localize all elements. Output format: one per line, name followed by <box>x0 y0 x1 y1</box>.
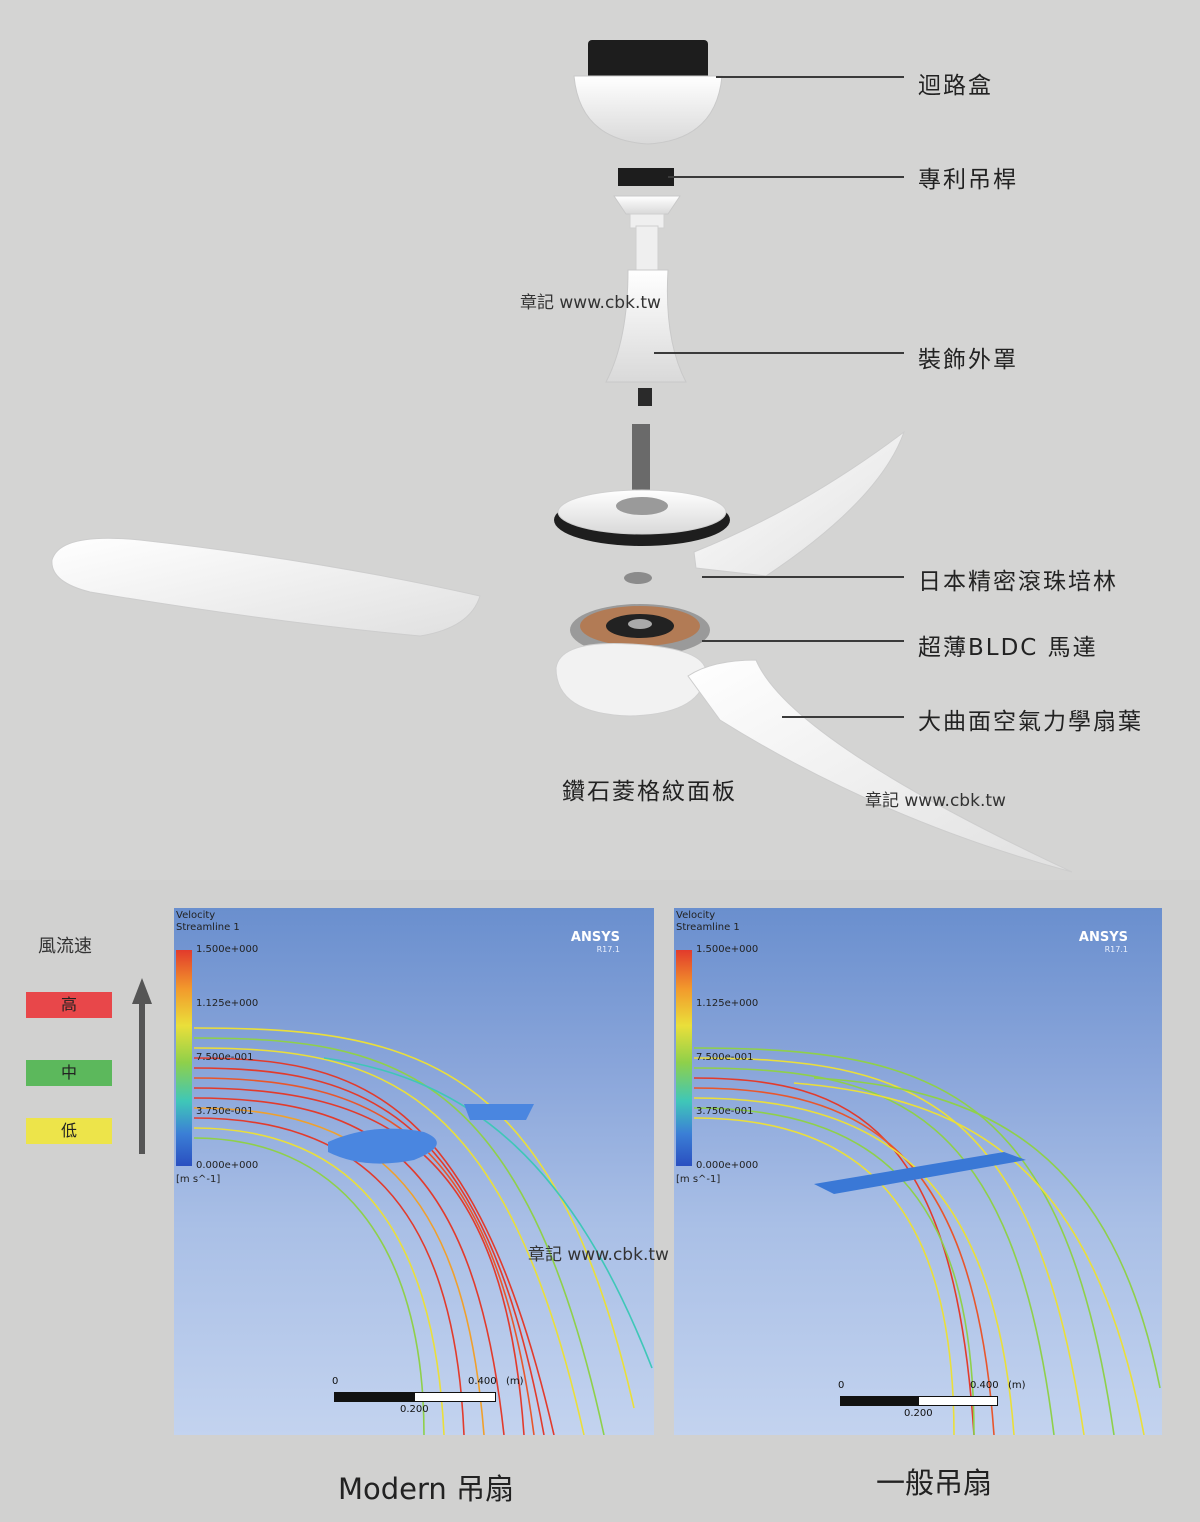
tick-label: 1.125e+000 <box>696 998 759 1009</box>
velocity-color-bar <box>676 950 692 1166</box>
exploded-view-section: 迴路盒 專利吊桿 裝飾外罩 日本精密滾珠培林 超薄BLDC 馬達 大曲面空氣力學… <box>51 40 1143 873</box>
sim-title-line2: Streamline 1 <box>676 922 740 933</box>
streamlines-modern <box>193 1027 653 1435</box>
legend-arrow-icon <box>132 978 152 1154</box>
velocity-unit: [m s^-1] <box>176 1174 221 1185</box>
scale-unit: (m) <box>1008 1380 1026 1391</box>
tick-label: 1.125e+000 <box>196 998 259 1009</box>
caption-standard: 一般吊扇 <box>876 1466 993 1500</box>
sim-title-line1: Velocity <box>676 910 716 921</box>
tick-label: 3.750e-001 <box>196 1106 254 1117</box>
panel-label: 鑽石菱格紋面板 <box>562 779 737 805</box>
sim-title-line1: Velocity <box>176 910 216 921</box>
scale-mid: 0.200 <box>904 1408 933 1419</box>
scale-unit: (m) <box>506 1376 524 1387</box>
watermark-top: 章記 www.cbk.tw <box>520 293 661 313</box>
patent-rod-part <box>613 168 681 229</box>
callout-bearing: 日本精密滾珠培林 <box>918 569 1118 595</box>
lower-right-blade-part <box>687 659 1073 873</box>
callout-patent-rod: 專利吊桿 <box>918 167 1018 193</box>
junction-box-part <box>573 40 723 145</box>
streamlines-standard <box>693 1047 1161 1435</box>
legend-mid-chip: 中 <box>26 1060 112 1086</box>
hub-part <box>554 424 730 546</box>
tick-label: 0.000e+000 <box>696 1160 759 1171</box>
scale-max: 0.400 <box>970 1380 999 1391</box>
scale-zero: 0 <box>838 1380 845 1391</box>
diamond-panel-part <box>555 643 707 717</box>
ansys-version: R17.1 <box>596 945 620 954</box>
scale-max: 0.400 <box>468 1376 497 1387</box>
ansys-logo: ANSYS <box>570 930 620 945</box>
callout-decor-cover: 裝飾外罩 <box>918 347 1018 373</box>
watermark-middle: 章記 www.cbk.tw <box>865 791 1006 811</box>
legend-high-chip: 高 <box>26 992 112 1018</box>
velocity-unit: [m s^-1] <box>676 1174 721 1185</box>
scale-bar <box>840 1396 998 1406</box>
velocity-color-bar <box>176 950 192 1166</box>
tick-label: 7.500e-001 <box>196 1052 254 1063</box>
left-blade-part <box>51 537 481 637</box>
sim-title-line2: Streamline 1 <box>176 922 240 933</box>
scale-mid: 0.200 <box>400 1404 429 1415</box>
watermark-bottom: 章記 www.cbk.tw <box>528 1245 669 1265</box>
tick-label: 7.500e-001 <box>696 1052 754 1063</box>
tick-label: 1.500e+000 <box>696 944 759 955</box>
scale-bar <box>334 1392 496 1402</box>
tick-label: 0.000e+000 <box>196 1160 259 1171</box>
scale-zero: 0 <box>332 1376 339 1387</box>
caption-modern: Modern 吊扇 <box>338 1472 515 1506</box>
bearing-part <box>624 572 652 584</box>
callout-blade: 大曲面空氣力學扇葉 <box>918 709 1143 735</box>
legend-title: 風流速 <box>38 936 92 957</box>
fan-exploded-illustration <box>51 40 1073 873</box>
callout-motor: 超薄BLDC 馬達 <box>918 635 1098 661</box>
ansys-version: R17.1 <box>1104 945 1128 954</box>
callout-junction-box: 迴路盒 <box>918 73 993 99</box>
legend-low-chip: 低 <box>26 1118 112 1144</box>
tick-label: 1.500e+000 <box>196 944 259 955</box>
ansys-logo: ANSYS <box>1078 930 1128 945</box>
upper-right-blade-part <box>693 430 906 577</box>
decor-cover-part <box>605 225 687 406</box>
tick-label: 3.750e-001 <box>696 1106 754 1117</box>
motor-part <box>570 604 710 656</box>
